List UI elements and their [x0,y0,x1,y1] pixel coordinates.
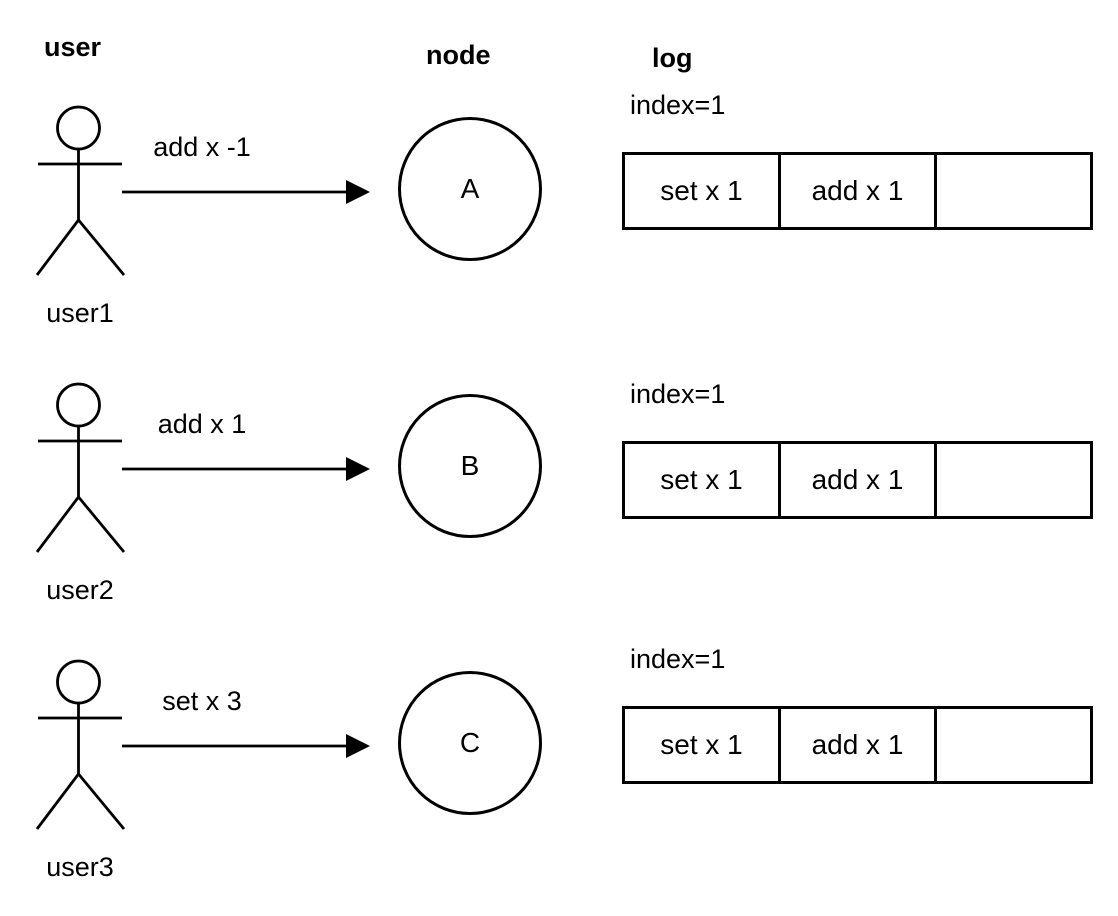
log-cell: add x 1 [781,444,937,516]
log-cell: set x 1 [625,709,781,781]
log-group: index=1 set x 1 add x 1 [622,90,1093,230]
diagram-row: user2 add x 1 B index=1 set x 1 add x 1 [0,277,1118,605]
log-group: index=1 set x 1 add x 1 [622,644,1093,784]
stick-figure-icon [35,105,126,276]
log-cell [937,155,1090,227]
log-cell [937,709,1090,781]
column-header-node: node [426,40,491,70]
actor-label: user1 [46,298,114,328]
stick-figure-icon [35,659,126,830]
log-index-label: index=1 [630,90,726,120]
diagram-row: user3 set x 3 C index=1 set x 1 add x 1 [0,554,1118,882]
arrow-icon [122,457,370,481]
log-table: set x 1 add x 1 [622,152,1093,230]
arrow-icon [122,734,370,758]
log-table: set x 1 add x 1 [622,441,1093,519]
diagram-row: user1 add x -1 A index=1 set x 1 add x 1 [0,0,1118,328]
log-index-label: index=1 [630,379,726,409]
log-cell [937,444,1090,516]
log-cell: add x 1 [781,709,937,781]
column-header-log: log [652,43,693,73]
arrow-icon [122,180,370,204]
message-label: add x 1 [157,409,247,439]
actor-label: user2 [46,575,114,605]
log-index-label: index=1 [630,644,726,674]
log-cell: set x 1 [625,155,781,227]
node-label: B [460,450,480,481]
log-cell: set x 1 [625,444,781,516]
log-cell: add x 1 [781,155,937,227]
node-label: C [459,727,481,758]
log-group: index=1 set x 1 add x 1 [622,379,1093,519]
message-label: set x 3 [162,686,242,716]
message-label: add x -1 [153,132,251,162]
node-label: A [460,173,480,204]
stick-figure-icon [35,382,126,553]
node-circle: C [398,671,542,815]
node-circle: A [398,117,542,261]
node-circle: B [398,394,542,538]
column-header-user: user [44,32,102,62]
log-table: set x 1 add x 1 [622,706,1093,784]
actor-label: user3 [46,852,114,882]
